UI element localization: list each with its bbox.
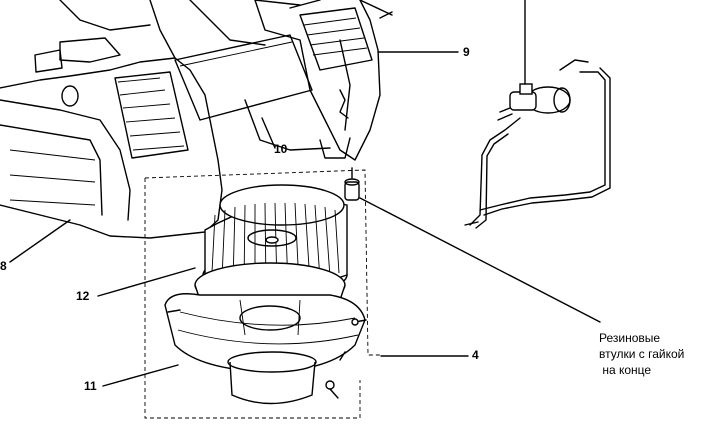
callout-11: 11 [84,379,97,393]
motor-group-boundary [144,169,469,419]
rubber-bushing [344,167,360,201]
callout-8: 8 [0,259,7,273]
upper-duct-assembly [174,0,393,161]
rubber-bushing-note: Резиновые втулки с гайкой на конце [599,330,684,378]
heater-housing [0,0,266,239]
callout-12: 12 [76,289,90,303]
leader-lines [9,51,601,387]
motor-housing [164,262,367,405]
callout-9: 9 [463,45,470,59]
callout-10: 10 [274,142,288,156]
note-line-1: Резиновые [599,331,661,345]
resistor-wiring [464,0,611,229]
callout-4: 4 [472,348,479,362]
note-line-2: втулки с гайкой [599,347,685,361]
note-line-3: на конце [599,363,652,377]
